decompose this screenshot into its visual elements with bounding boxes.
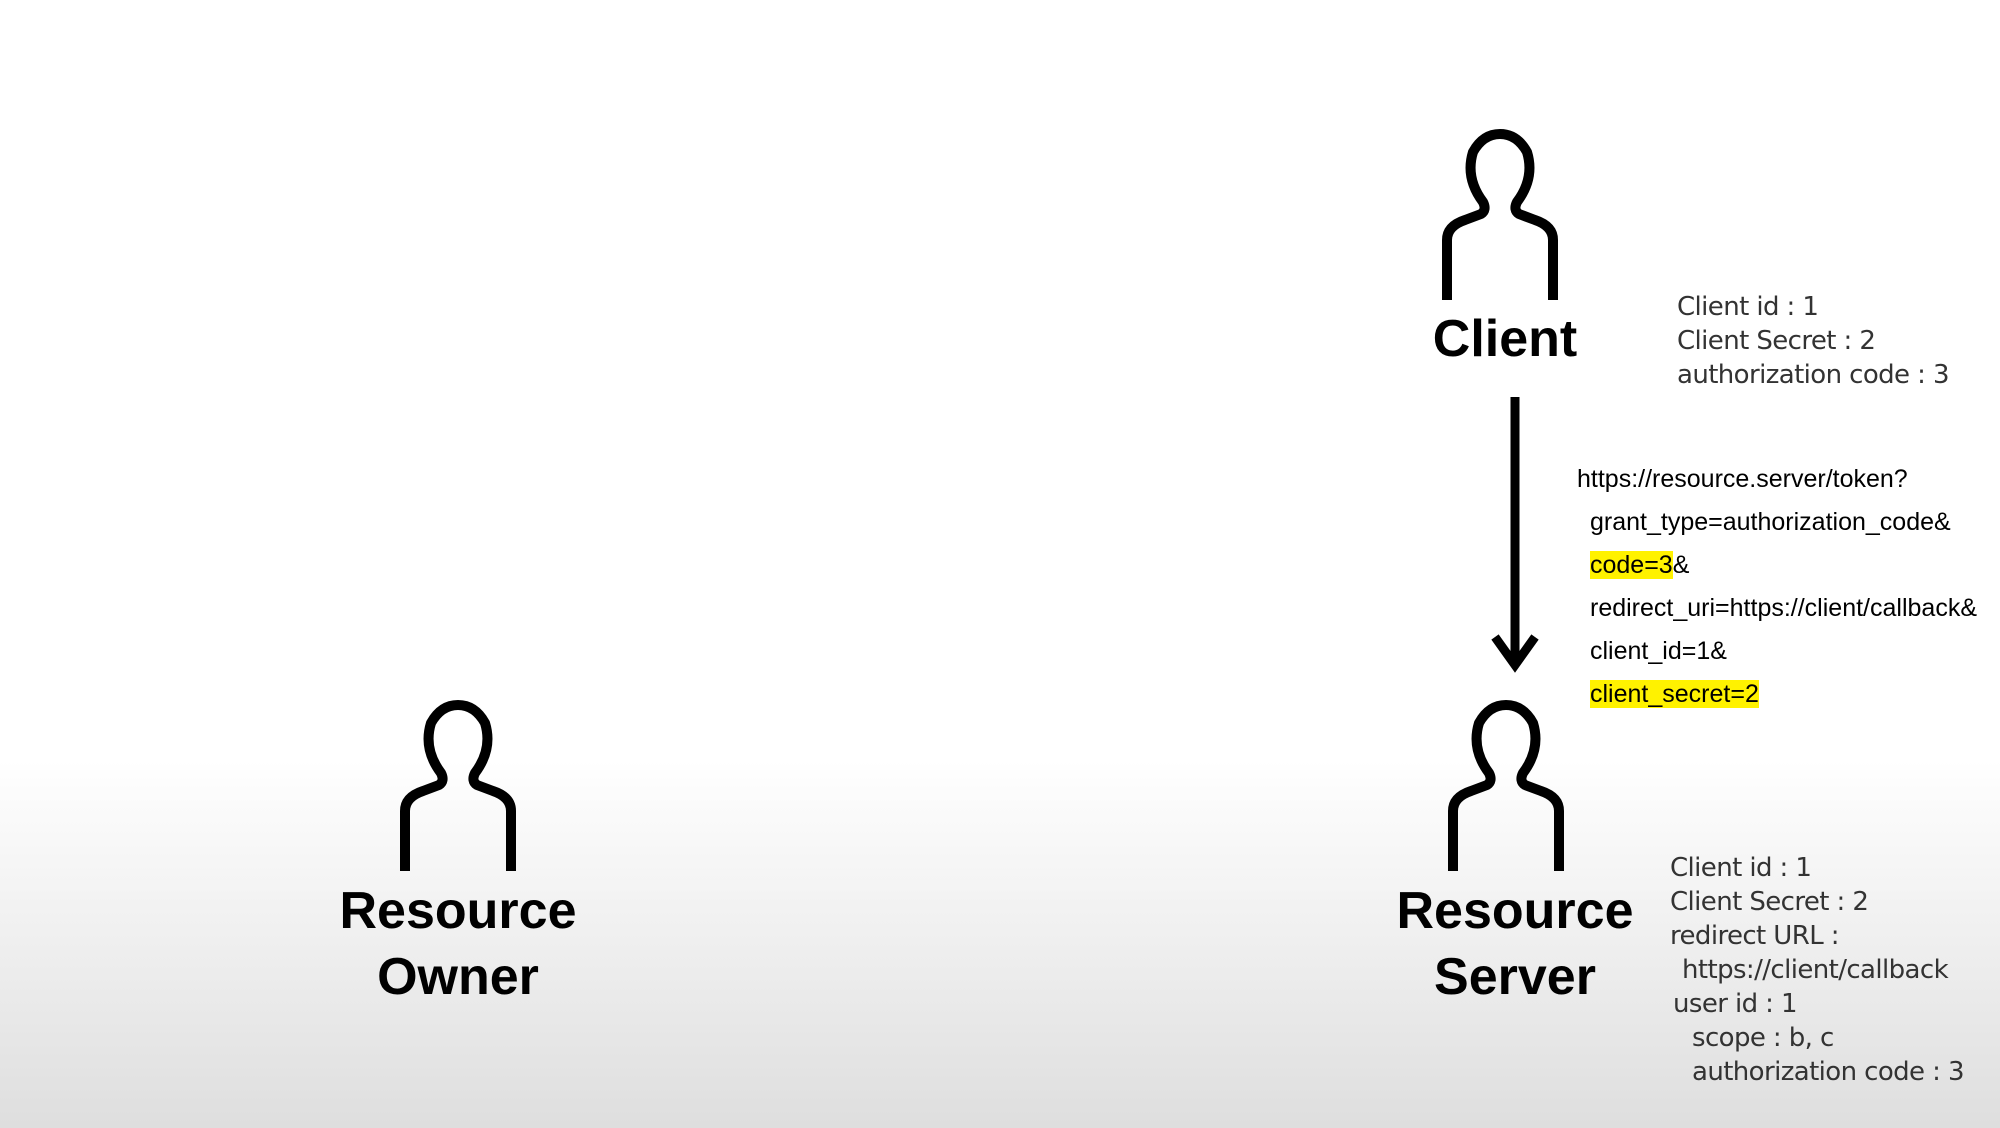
resource-server-label-line2: Server: [1434, 948, 1596, 1006]
client-info-id: Client id : 1: [1677, 292, 1819, 322]
resource-server-label-line1: Resource: [1396, 882, 1634, 940]
client-info-secret: Client Secret : 2: [1677, 326, 1876, 356]
token-request-code: code=3&: [1590, 548, 1689, 582]
token-request-url: https://resource.server/token?: [1577, 465, 1908, 493]
server-info-auth-code: authorization code : 3: [1692, 1057, 1964, 1087]
server-info-id: Client id : 1: [1670, 853, 1812, 883]
resource-server-label: Resource Server: [1385, 878, 1645, 1010]
server-info-secret: Client Secret : 2: [1670, 887, 1869, 917]
resource-owner-person-icon: [400, 700, 516, 871]
server-info-redirect-label: redirect URL :: [1670, 921, 1840, 951]
token-request-redirect-uri: redirect_uri=https://client/callback&: [1590, 594, 1977, 622]
server-info-redirect-url: https://client/callback: [1682, 955, 1949, 985]
resource-owner-label: Resource Owner: [328, 878, 588, 1010]
request-arrow-icon: [1491, 397, 1539, 673]
token-request-client-id: client_id=1&: [1590, 637, 1727, 665]
resource-server-person-icon: [1448, 700, 1564, 871]
server-info-user-id: user id : 1: [1673, 989, 1798, 1019]
resource-owner-label-line1: Resource: [339, 882, 577, 940]
client-secret-highlight: client_secret=2: [1590, 680, 1759, 708]
resource-owner-label-line2: Owner: [377, 948, 539, 1006]
code-highlight: code=3: [1590, 551, 1673, 579]
client-person-icon: [1442, 129, 1558, 300]
code-tail: &: [1672, 551, 1690, 579]
client-label: Client: [1432, 310, 1578, 368]
token-request-grant-type: grant_type=authorization_code&: [1590, 508, 1951, 536]
client-info-auth-code: authorization code : 3: [1677, 360, 1949, 390]
token-request-client-secret: client_secret=2: [1590, 677, 1759, 711]
server-info-scope: scope : b, c: [1692, 1023, 1834, 1053]
